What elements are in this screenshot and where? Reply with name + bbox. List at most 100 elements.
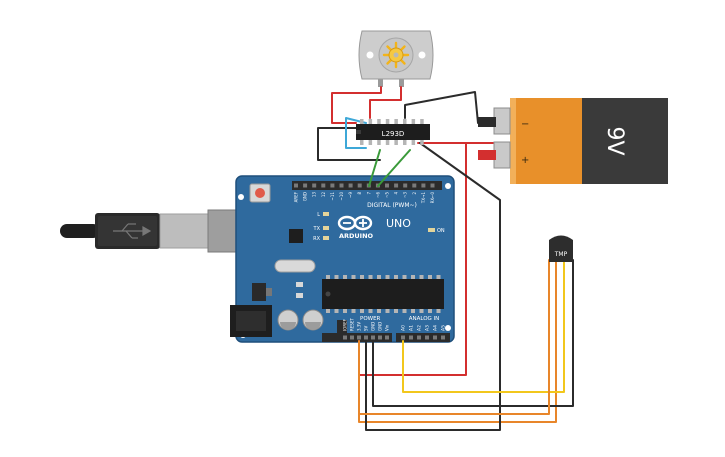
tmp-temperature-sensor[interactable]: TMP [549,235,573,263]
arduino-infinity-logo-icon [337,215,373,231]
digital-pin-label: ~9 [348,192,353,198]
digital-pin-label: ~11 [330,192,335,201]
ic-pin[interactable] [420,119,424,124]
chip-pin [377,275,381,279]
power-header-label: POWER [360,316,381,322]
wire-green-pin6 [377,149,411,187]
power-pin-label: IOREF [343,318,348,331]
digital-pin-hole[interactable] [339,183,344,188]
ic-pin[interactable] [394,140,398,145]
digital-pin-label: 8 [357,192,362,195]
l293d-ic[interactable]: L293D [356,119,430,145]
ic-pin[interactable] [403,119,407,124]
digital-pin-hole[interactable] [321,183,326,188]
ic-pin[interactable] [403,140,407,145]
chip-pin [360,275,364,279]
icsp-header [337,320,347,338]
wire-green-pin7 [368,149,381,187]
led-rx-label: RX [313,236,320,242]
ic-pin[interactable] [385,119,390,124]
digital-pin-hole[interactable] [394,183,399,188]
digital-pin-label: ~5 [385,192,390,198]
power-pin-hole[interactable] [371,335,375,340]
reset-button-cap[interactable] [255,188,265,198]
chip-pin [351,275,356,279]
ic-pin[interactable] [394,119,398,124]
chip-pin [394,275,398,279]
digital-pin-hole[interactable] [294,183,298,188]
ic-pin[interactable] [377,140,381,145]
wire-black-gnd-to-sensor [372,259,574,407]
wire-red-motor-to-battery [369,86,402,119]
analog-pin-label: A2 [417,325,423,331]
dc-motor[interactable] [358,30,434,87]
digital-pin-hole[interactable] [312,183,317,188]
digital-pin-label: RX←0 [430,192,435,204]
chip-pin [343,309,347,313]
chip-pin [385,309,390,313]
usb-controller-chip [289,229,303,243]
ic-pin[interactable] [368,140,373,145]
board-brand-label: ARDUINO [339,232,374,240]
digital-pin-hole[interactable] [430,183,435,188]
analog-pin-hole[interactable] [401,335,405,340]
ic-pin[interactable] [411,119,416,124]
power-pin-hole[interactable] [364,335,368,340]
power-pin-hole[interactable] [385,335,389,340]
digital-pin-label: 12 [321,192,326,198]
power-pin-hole[interactable] [350,335,354,340]
battery-voltage-label: 9V [602,126,627,155]
digital-pin-hole[interactable] [385,183,389,188]
digital-pin-hole[interactable] [412,183,417,188]
chip-pin [428,309,432,313]
voltage-regulator [252,283,266,301]
power-pin-hole[interactable] [378,335,382,340]
ic-pin[interactable] [385,140,390,145]
digital-pin-hole[interactable] [303,183,308,188]
digital-pin-hole[interactable] [357,183,362,188]
ic-pin[interactable] [377,119,381,124]
analog-header [396,333,450,342]
power-pin-hole[interactable] [357,335,361,340]
chip-pin [411,309,415,313]
wire-yellow-a0-to-sensor [402,259,565,393]
chip-pin [419,275,424,279]
chip-pin [377,309,381,313]
chip-pin [351,309,356,313]
analog-pin-hole[interactable] [417,335,421,340]
analog-pin-hole[interactable] [425,335,429,340]
chip-pin [334,309,339,313]
digital-pin-label: ~6 [375,192,380,198]
analog-pin-label: A1 [409,325,415,331]
chip-pin [402,309,407,313]
battery-9v[interactable]: − + 9V [478,98,668,184]
digital-pin-hole[interactable] [348,183,353,188]
power-pin-label: GND [378,322,383,331]
wire-red-motor-to-ic [331,86,382,124]
chip-pin [360,309,364,313]
ic-pin[interactable] [368,119,373,124]
analog-pin-hole[interactable] [433,335,437,340]
ic-pin[interactable] [360,140,364,145]
chip-pin [436,275,441,279]
digital-pin-label: 13 [312,192,317,198]
motor-rotation-icon [382,41,410,69]
battery-minus-label: − [521,119,529,130]
digital-pin-hole[interactable] [330,183,335,188]
ic-pin[interactable] [411,140,416,145]
chip-pin [368,309,373,313]
power-led-label: ON [437,228,445,234]
digital-pin-label: 2 [412,192,417,195]
analog-pin-hole[interactable] [409,335,413,340]
power-pin-label: 3.3V [357,322,362,331]
ic-pin[interactable] [420,140,424,145]
digital-pin-hole[interactable] [421,183,426,188]
ic-pin[interactable] [360,119,364,124]
wire-orange [358,259,550,415]
digital-pin-hole[interactable] [403,183,408,188]
power-pin-hole[interactable] [343,335,347,340]
analog-pin-hole[interactable] [441,335,445,340]
